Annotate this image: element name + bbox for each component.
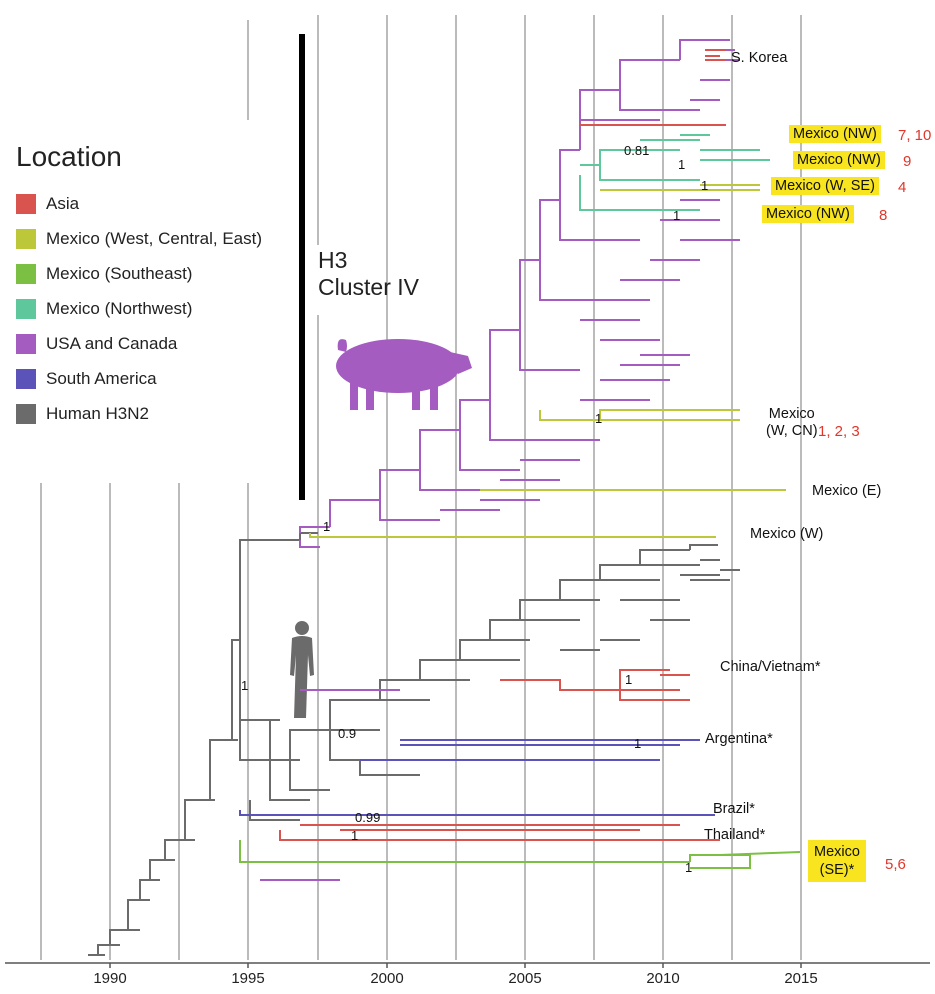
legend-swatch-asia — [16, 194, 36, 214]
node-support-081: 0.81 — [624, 143, 649, 158]
legend-item-mexico-se: Mexico (Southeast) — [16, 256, 262, 291]
node-support-09: 0.9 — [338, 726, 356, 741]
ref-4: 4 — [898, 179, 906, 196]
label-argentina: Argentina* — [705, 731, 773, 747]
label-mexico-e: Mexico (E) — [812, 483, 881, 499]
legend-item-asia: Asia — [16, 186, 262, 221]
legend-item-mexico-nw: Mexico (Northwest) — [16, 291, 262, 326]
legend-item-human-h3n2: Human H3N2 — [16, 396, 262, 431]
highlight-mexico-nw-3: Mexico (NW) — [762, 205, 854, 223]
pig-icon — [336, 339, 472, 410]
node-support-1: 1 — [595, 411, 602, 426]
x-tick-label: 2005 — [505, 970, 545, 987]
legend-item-mexico-wce: Mexico (West, Central, East) — [16, 221, 262, 256]
ref-8: 8 — [879, 207, 887, 224]
highlight-mexico-se: Mexico (SE)* — [808, 840, 866, 882]
x-tick-label: 2000 — [367, 970, 407, 987]
cluster-label: H3 Cluster IV — [318, 247, 419, 301]
legend-title: Location — [16, 141, 122, 173]
node-support-1-root: 1 — [241, 678, 248, 693]
cluster-label-line2: Cluster IV — [318, 274, 419, 301]
legend: Asia Mexico (West, Central, East) Mexico… — [16, 186, 262, 431]
cluster-label-line1: H3 — [318, 247, 419, 274]
node-support-1: 1 — [634, 736, 641, 751]
legend-label: South America — [46, 369, 157, 389]
legend-label: Mexico (West, Central, East) — [46, 229, 262, 249]
highlight-mexico-nw-1: Mexico (NW) — [789, 125, 881, 143]
label-china-vietnam: China/Vietnam* — [720, 659, 821, 675]
legend-item-usa-canada: USA and Canada — [16, 326, 262, 361]
label-mexico-w-cn-line1: Mexico — [766, 406, 818, 423]
x-tick-label: 1995 — [228, 970, 268, 987]
legend-item-south-america: South America — [16, 361, 262, 396]
label-brazil: Brazil* — [713, 801, 755, 817]
legend-label: Mexico (Southeast) — [46, 264, 192, 284]
highlight-mexico-nw-2: Mexico (NW) — [793, 151, 885, 169]
node-support-1: 1 — [685, 860, 692, 875]
highlight-mexico-w-se: Mexico (W, SE) — [771, 177, 879, 195]
node-support-1: 1 — [673, 208, 680, 223]
ref-1-2-3: 1, 2, 3 — [818, 423, 860, 440]
legend-label: Asia — [46, 194, 79, 214]
legend-swatch-human-h3n2 — [16, 404, 36, 424]
node-support-1: 1 — [323, 519, 330, 534]
x-tick-label: 2010 — [643, 970, 683, 987]
legend-swatch-mexico-wce — [16, 229, 36, 249]
legend-swatch-usa-canada — [16, 334, 36, 354]
node-support-099: 0.99 — [355, 810, 380, 825]
x-tick-label: 2015 — [781, 970, 821, 987]
tree-branches — [88, 40, 800, 955]
ref-5-6: 5,6 — [885, 856, 906, 873]
ref-9: 9 — [903, 153, 911, 170]
highlight-mexico-se-line1: Mexico — [814, 843, 860, 861]
human-icon — [290, 621, 314, 718]
label-thailand: Thailand* — [704, 827, 765, 843]
legend-label: Mexico (Northwest) — [46, 299, 192, 319]
legend-swatch-mexico-se — [16, 264, 36, 284]
cluster-bar — [299, 34, 305, 500]
legend-swatch-south-america — [16, 369, 36, 389]
label-mexico-w-cn-line2: (W, CN) — [766, 423, 818, 440]
label-s-korea: S. Korea — [731, 50, 787, 66]
label-mexico-w-cn: Mexico (W, CN) — [766, 406, 818, 440]
node-support-1: 1 — [625, 672, 632, 687]
asia-tip-markers — [705, 50, 725, 56]
label-mexico-w: Mexico (W) — [750, 526, 823, 542]
ref-7-10: 7, 10 — [898, 127, 931, 144]
highlight-mexico-se-line2: (SE)* — [814, 861, 860, 879]
x-tick-label: 1990 — [90, 970, 130, 987]
node-support-1: 1 — [351, 828, 358, 843]
node-support-1: 1 — [678, 157, 685, 172]
legend-label: Human H3N2 — [46, 404, 149, 424]
legend-label: USA and Canada — [46, 334, 177, 354]
node-support-1: 1 — [701, 178, 708, 193]
legend-swatch-mexico-nw — [16, 299, 36, 319]
